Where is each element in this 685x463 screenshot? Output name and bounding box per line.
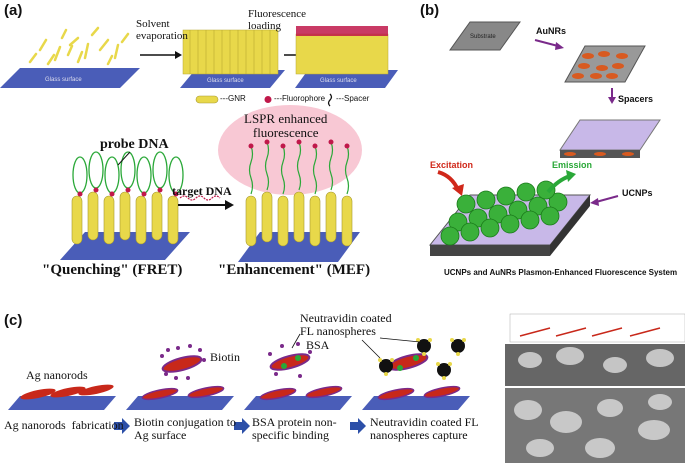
quenching-label: "Quenching" (FRET): [42, 262, 183, 278]
enhance-gnrs: [245, 191, 353, 247]
hybridized-dna: [248, 141, 350, 195]
legend-gnr: ---GNR: [220, 94, 246, 103]
fl-nanospheres: [379, 339, 465, 377]
step1-label: Solvent evaporation: [136, 18, 188, 42]
probe-dna-label: probe DNA: [100, 137, 169, 152]
panel-b-graphic: [428, 21, 661, 256]
ag-substrates: [8, 396, 470, 410]
glass-substrate-1: [0, 68, 140, 88]
panel-b-caption: UCNPs and AuNRs Plasmon-Enhanced Fluores…: [444, 268, 678, 277]
panel-c-graphic: [8, 313, 685, 463]
gnr-array-2: [182, 29, 279, 75]
panel-b: (b) Substrate: [400, 0, 685, 300]
lspr-label: LSPR enhanced fluorescence: [244, 111, 328, 140]
target-dna-label: target DNA: [172, 184, 232, 198]
step1-caption: Ag nanorods fabrication: [4, 418, 124, 432]
ucnp-spheres: [440, 180, 568, 246]
spacer-layer: [559, 119, 661, 151]
panel-c-label: (c): [4, 312, 23, 329]
bare-substrate: [449, 21, 521, 51]
step4-caption: Neutravidin coated FL nanospheres captur…: [370, 415, 479, 442]
step2-caption: Biotin conjugation to Ag surface: [134, 415, 236, 442]
step-arrows: [114, 418, 366, 434]
neutravidin-label: Neutravidin coated FL nanospheres: [300, 311, 392, 338]
legend-gnr-glyph: [195, 95, 219, 104]
agnanorods-label: Ag nanorods: [26, 368, 88, 382]
gnr-array-3: [295, 33, 389, 75]
aunr-array: [572, 51, 628, 79]
emission-label: Emission: [552, 160, 593, 170]
step3-caption: BSA protein non- specific binding: [252, 415, 337, 442]
panel-a-label: (a): [4, 2, 23, 19]
panel-a-graphic: [0, 26, 398, 262]
legend-fluorophore-glyph: [264, 96, 272, 103]
probe-dna-loops: [72, 151, 184, 194]
ucnps-label: UCNPs: [622, 188, 653, 198]
spacers-label: Spacers: [618, 94, 654, 104]
legend-spacer: ---Spacer: [336, 94, 370, 103]
target-dna-strand: [179, 195, 221, 201]
legend-fluorophore: ---Fluorophore: [274, 94, 326, 103]
enhancement-label: "Enhancement" (MEF): [218, 262, 371, 278]
biotin-label: Biotin: [210, 350, 241, 364]
sem-header: [509, 313, 685, 343]
glass-substrate-3: [295, 70, 398, 88]
glass-substrate-2: [180, 70, 285, 88]
fluorophore-layer: [296, 26, 388, 36]
substrate-label-1: Glass surface: [45, 77, 82, 83]
bsa-label: BSA: [306, 338, 330, 352]
panel-a: (a): [0, 0, 400, 300]
aunrs-label: AuNRs: [536, 26, 567, 36]
scattered-gnrs: [28, 26, 130, 66]
excitation-label: Excitation: [430, 160, 474, 170]
legend-spacer-glyph: [327, 93, 333, 107]
panel-b-label: (b): [420, 2, 440, 19]
step2-label: Fluorescence loading: [248, 8, 307, 32]
panel-c: (c): [0, 310, 685, 463]
substrate-label-3: Glass surface: [320, 78, 357, 84]
substrate-label: Substrate: [470, 34, 496, 40]
lspr-glow: [218, 105, 362, 195]
substrate-label-2: Glass surface: [207, 78, 244, 84]
ag-nanorods-step1: [20, 384, 114, 400]
quench-gnrs: [71, 191, 179, 245]
